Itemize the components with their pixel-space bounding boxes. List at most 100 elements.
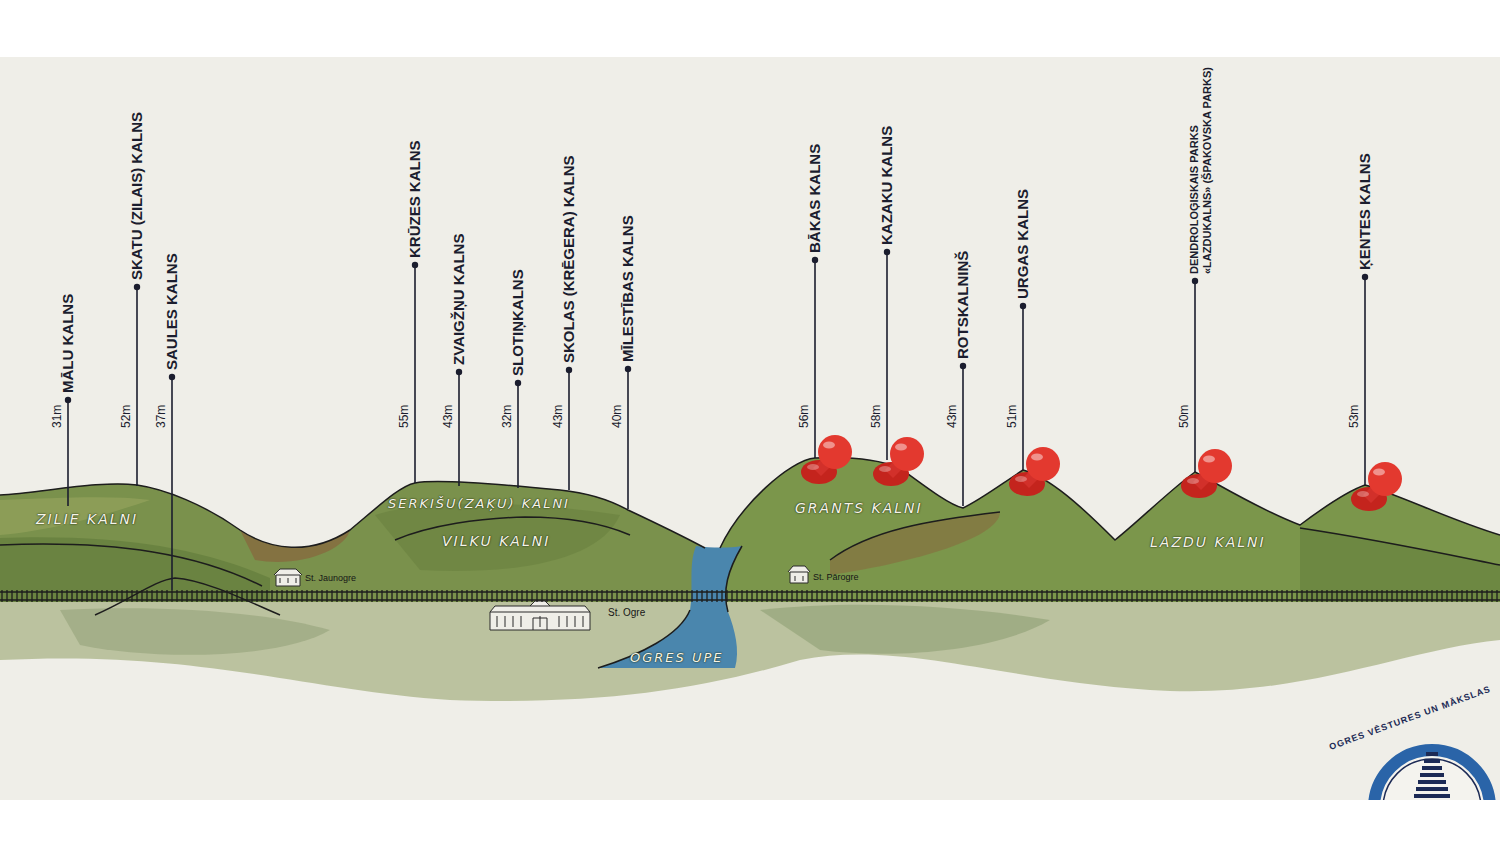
rail-tie [356,590,357,602]
rail-tie [851,590,852,602]
hill-outline [830,512,1000,560]
rail-tie [326,590,327,602]
pin-highlight [807,464,819,470]
rail-tie [1236,590,1237,602]
rail-tie [221,590,222,602]
rail-tie [196,590,197,602]
hill-name: SKATU (ZILAIS) KALNS [128,112,145,280]
height-label: 32m [501,405,515,428]
leader-line [814,263,816,458]
rail-tie [291,590,292,602]
pin-highlight [879,466,891,472]
rail-tie [626,590,627,602]
leader-dot [515,380,521,386]
rail-tie [941,590,942,602]
rail-tie [136,590,137,602]
rail-tie [1011,590,1012,602]
rail-tie [1361,590,1362,602]
rail-tie [1426,590,1427,602]
rail-tie [1451,590,1452,602]
rail-tie [1271,590,1272,602]
rail-tie [96,590,97,602]
rail-tie [831,590,832,602]
rail-tie [996,590,997,602]
height-label: 37m [155,405,169,428]
rail-tie [451,590,452,602]
rail-tie [1351,590,1352,602]
rail-tie [231,590,232,602]
rail-tie [36,590,37,602]
rail-tie [111,590,112,602]
leader-dot [134,284,140,290]
rail-tie [1366,590,1367,602]
rail-tie [456,590,457,602]
rail-tie [1336,590,1337,602]
rail-tie [891,590,892,602]
rail-tie [166,590,167,602]
rail-tie [811,590,812,602]
rail-tie [901,590,902,602]
height-label: 56m [798,405,812,428]
rail-tie [346,590,347,602]
rail-tie [71,590,72,602]
rail-tie [1291,590,1292,602]
rail-tie [1061,590,1062,602]
station-parogre-icon [788,566,810,583]
rail-tie [361,590,362,602]
leader-dot [625,366,631,372]
rail-tie [976,590,977,602]
rail-tie [971,590,972,602]
pushpin [801,435,852,484]
pin-highlight [1357,491,1369,497]
rail-tie [1181,590,1182,602]
rail-tie [1121,590,1122,602]
rail-tie [936,590,937,602]
leader-line [67,403,69,506]
rail-tie [561,590,562,602]
hill-light [0,497,150,535]
rail-tie [751,590,752,602]
rail-tie [911,590,912,602]
rail-tie [1341,590,1342,602]
region-label: VILKU KALNI [442,533,550,549]
rail-tie [796,590,797,602]
rail-tie [676,590,677,602]
rail-tie [1446,590,1447,602]
hill-shade [375,504,620,571]
rail-tie [1296,590,1297,602]
pin-highlight [1031,454,1043,461]
rail-tie [226,590,227,602]
pin-head [1026,447,1060,481]
rail-tie [1091,590,1092,602]
rail-tie [1371,590,1372,602]
rail-tie [341,590,342,602]
rail-tie [1406,590,1407,602]
rail-tie [391,590,392,602]
rail-tie [531,590,532,602]
rail-tie [1136,590,1137,602]
rail-tie [981,590,982,602]
rail-tie [21,590,22,602]
rail-tie [776,590,777,602]
height-label: 51m [1006,405,1020,428]
rail-tie [421,590,422,602]
rail-tie [866,590,867,602]
rail-tie [271,590,272,602]
rail-tie [11,590,12,602]
rail-tie [141,590,142,602]
pushpin [1351,462,1402,511]
rail-tie [1321,590,1322,602]
rail-tie [501,590,502,602]
rail-tie [496,590,497,602]
hill-outlines [0,457,1500,668]
rail-tie [1421,590,1422,602]
rail-tie [316,590,317,602]
pushpin [873,437,924,486]
rail-tie [1326,590,1327,602]
rail-tie [946,590,947,602]
rail-tie [1166,590,1167,602]
rail-tie [171,590,172,602]
rail-tie [1286,590,1287,602]
rail-tie [1246,590,1247,602]
rail-tie [711,590,712,602]
